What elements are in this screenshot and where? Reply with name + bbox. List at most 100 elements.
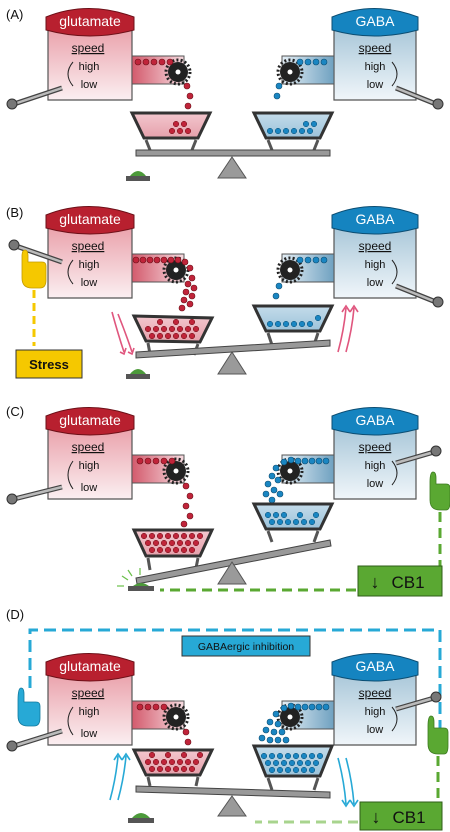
speed-low-label: low: [367, 478, 384, 490]
gear-icon: [162, 457, 190, 485]
gaba-vesicles-flow: [273, 58, 328, 100]
panel-a: (A) glutamate speed high low: [6, 7, 444, 181]
gaba-tank: GABA speed high low: [331, 407, 442, 500]
glutamate-vesicles-flow: [132, 256, 198, 312]
gaba-hopper: [251, 111, 335, 151]
button-icon[interactable]: [126, 369, 150, 379]
speed-label: speed: [359, 686, 392, 700]
glutamate-vesicles-flow: [136, 703, 192, 746]
panel-tag: (B): [6, 205, 23, 220]
speed-high-label: high: [365, 460, 386, 472]
fulcrum-icon: [217, 795, 247, 817]
panel-b: (B) glutamate speed high low: [6, 205, 444, 379]
glutamate-vesicles-flow: [136, 457, 194, 528]
speed-high-label: high: [79, 259, 100, 271]
gabaergic-inhibition-loop: [28, 628, 442, 750]
gaba-vesicles-flow: [272, 256, 328, 300]
speed-high-label: high: [79, 61, 100, 73]
speed-high-label: high: [79, 460, 100, 472]
pointing-hand-icon: [427, 715, 449, 755]
glutamate-vesicles-flow: [134, 58, 194, 110]
speed-low-label: low: [367, 724, 384, 736]
gaba-hopper: [251, 744, 335, 791]
cb1-box: [357, 565, 443, 597]
speed-low-label: low: [81, 482, 98, 494]
down-arrow-icon: ↓: [371, 572, 380, 592]
cb1-label: CB1: [391, 573, 424, 592]
speed-lever-icon[interactable]: [8, 239, 63, 265]
speed-high-label: high: [79, 706, 100, 718]
pointing-hand-icon: [17, 687, 41, 727]
glutamate-hopper: [131, 748, 215, 787]
tank-title: glutamate: [59, 658, 121, 674]
speed-lever-icon[interactable]: [395, 445, 442, 466]
glutamate-tank: glutamate speed high low: [8, 206, 135, 299]
tank-title: GABA: [356, 412, 396, 428]
glutamate-tank: glutamate speed high low: [6, 653, 135, 752]
speed-lever-icon[interactable]: [6, 85, 63, 110]
speed-label: speed: [359, 41, 392, 55]
stress-label: Stress: [29, 357, 69, 372]
speed-label: speed: [72, 239, 105, 253]
glutamate-hopper: [129, 111, 213, 151]
glutamate-tank: glutamate speed high low: [6, 8, 135, 110]
speed-label: speed: [72, 686, 105, 700]
gabaergic-inhibition-box: [181, 635, 311, 657]
speed-label: speed: [359, 440, 392, 454]
speed-high-label: high: [365, 259, 386, 271]
tank-title: glutamate: [59, 412, 121, 428]
button-icon[interactable]: [117, 568, 154, 591]
seesaw-beam: [135, 785, 331, 799]
panel-tag: (A): [6, 7, 23, 22]
speed-low-label: low: [81, 728, 98, 740]
down-motion-arrows: [111, 311, 135, 356]
speed-high-label: high: [365, 61, 386, 73]
up-motion-arrows: [109, 752, 131, 801]
gaba-tank: GABA speed high low: [331, 8, 444, 110]
gabaergic-inhibition-label: GABAergic inhibition: [198, 641, 294, 653]
fulcrum-icon: [217, 561, 247, 585]
speed-low-label: low: [81, 79, 98, 91]
gaba-tank: GABA speed high low: [331, 653, 442, 746]
tank-title: glutamate: [59, 211, 121, 227]
pointing-hand-icon: [429, 471, 450, 511]
panel-c: (C) glutamate speed high low: [6, 404, 450, 597]
cb1-connector: [395, 512, 442, 592]
gaba-vesicles-flow: [262, 456, 330, 504]
tank-title: GABA: [356, 658, 396, 674]
speed-high-label: high: [365, 706, 386, 718]
gear-icon: [164, 58, 192, 86]
pointing-hand-icon: [21, 249, 47, 289]
panel-tag: (C): [6, 404, 24, 419]
cb1-box: [359, 801, 443, 831]
panel-d: (D) GABAergic inhibition glutamate speed…: [6, 607, 449, 831]
glutamate-tank: glutamate speed high low: [6, 407, 135, 505]
glutamate-hopper: [131, 528, 215, 571]
seesaw-beam: [135, 149, 331, 157]
gaba-vesicles-flow: [258, 702, 330, 744]
button-icon[interactable]: [126, 171, 150, 181]
fulcrum-icon: [217, 156, 247, 179]
gaba-hopper: [251, 502, 335, 543]
panel-tag: (D): [6, 607, 24, 622]
cb1-label: CB1: [392, 808, 425, 827]
speed-label: speed: [72, 41, 105, 55]
tank-title: GABA: [356, 211, 396, 227]
speed-lever-icon[interactable]: [6, 484, 63, 505]
speed-lever-icon[interactable]: [395, 283, 444, 308]
speed-lever-icon[interactable]: [395, 691, 442, 712]
tank-title: glutamate: [59, 13, 121, 29]
speed-lever-icon[interactable]: [395, 85, 444, 110]
gear-icon: [276, 58, 304, 86]
down-arrow-icon: ↓: [372, 807, 381, 827]
seesaw-beam: [135, 539, 332, 585]
button-icon[interactable]: [128, 813, 154, 823]
fulcrum-icon: [217, 351, 247, 375]
tank-title: GABA: [356, 13, 396, 29]
speed-low-label: low: [81, 277, 98, 289]
speed-low-label: low: [367, 277, 384, 289]
gear-icon: [276, 256, 304, 284]
speed-label: speed: [359, 239, 392, 253]
speed-lever-icon[interactable]: [6, 728, 63, 752]
